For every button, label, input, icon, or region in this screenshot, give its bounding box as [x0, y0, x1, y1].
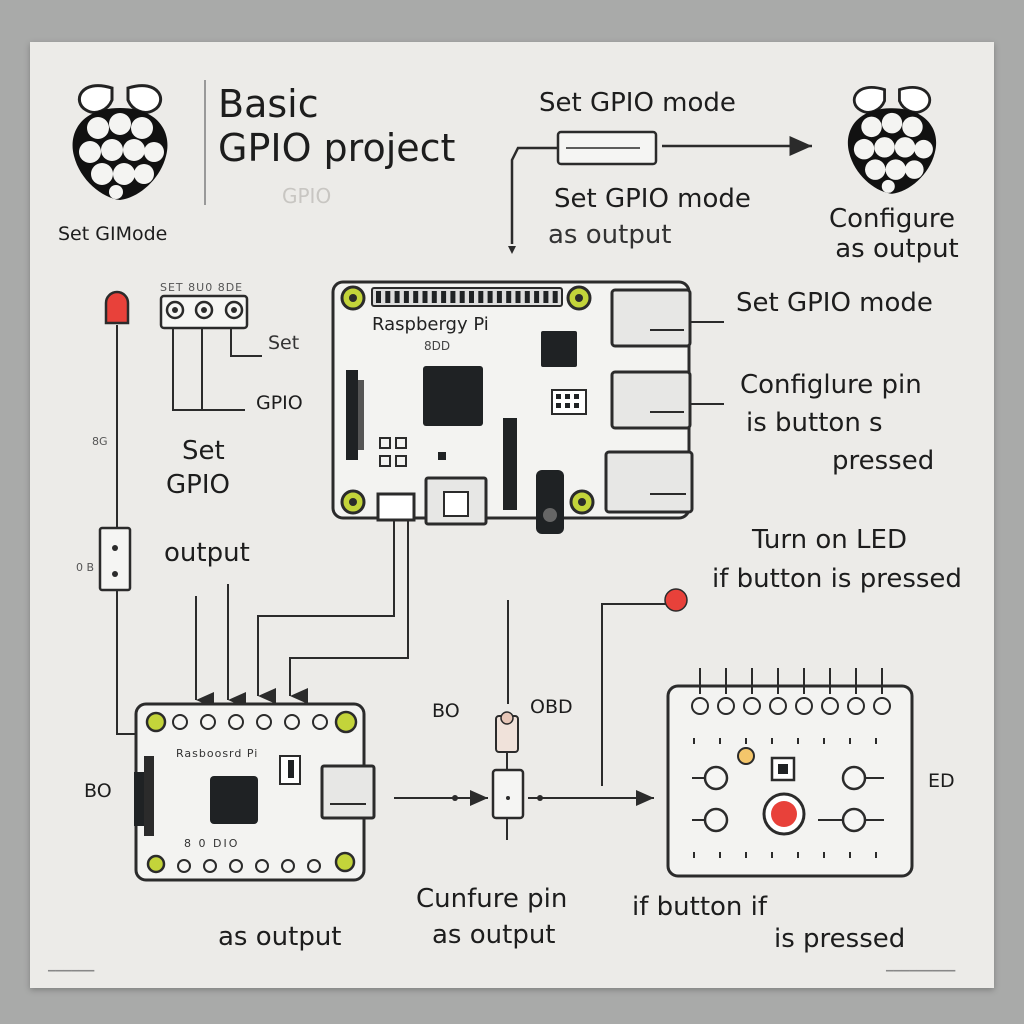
- board-pin: [307, 859, 321, 873]
- right-configure-line3: pressed: [832, 446, 935, 476]
- probe-tip: [508, 246, 516, 254]
- left-tiny-1: 8G: [92, 435, 108, 448]
- left-tiny-2: 0 B: [76, 561, 95, 574]
- board-pin: [255, 859, 269, 873]
- right-led: [601, 588, 688, 786]
- board-pin: [200, 714, 216, 730]
- header-pin: [524, 291, 530, 303]
- header-pin: [413, 291, 419, 303]
- bd-left: BO: [84, 780, 112, 802]
- top-set-mode: Set GPIO mode: [539, 88, 736, 118]
- configure-line1: Configure: [828, 204, 955, 234]
- controller-pin: [743, 697, 761, 715]
- board-pin: [228, 714, 244, 730]
- top-as-output: as output: [548, 220, 672, 250]
- button-controller-board: [666, 668, 914, 878]
- header-pin: [478, 291, 484, 303]
- left-output: output: [164, 538, 250, 568]
- board-label: Raspbergy Pi: [372, 314, 489, 335]
- small-board-pins: 8 0 DIO: [184, 837, 240, 850]
- left-gpio: GPIO: [166, 470, 230, 500]
- footer-right: ▁▁▁▁▁▁▁▁▁: [886, 961, 956, 972]
- title-ghost: GPIO: [282, 184, 332, 208]
- small-board: [134, 702, 376, 882]
- header-pin: [534, 291, 540, 303]
- right-configure-line1: Configlure pin: [740, 370, 922, 400]
- bottom-right-line2: is pressed: [774, 924, 906, 954]
- configure-line2: as output: [835, 234, 959, 264]
- bo-mid: BO: [432, 700, 460, 722]
- board-pin: [312, 714, 328, 730]
- board-pin: [172, 714, 188, 730]
- title-line1: Basic: [218, 82, 319, 126]
- board-pin: [203, 859, 217, 873]
- board-pin: [177, 859, 191, 873]
- board-sublabel: 8DD: [424, 339, 451, 353]
- footer-left: ▁▁▁▁▁▁: [48, 961, 95, 972]
- header-pin: [422, 291, 428, 303]
- bottom-mid-line1: Cunfure pin: [416, 884, 568, 914]
- logo-caption: Set GIMode: [58, 223, 168, 245]
- small-board-label: Rasboosrd Pi: [176, 747, 259, 760]
- board-pin: [284, 714, 300, 730]
- obd-mid: OBD: [530, 696, 573, 718]
- right-set-mode: Set GPIO mode: [736, 288, 933, 318]
- left-set: Set: [182, 436, 225, 466]
- header-pin: [431, 291, 437, 303]
- board-pin: [281, 859, 295, 873]
- header-pin: [394, 291, 400, 303]
- ed-right: ED: [928, 770, 955, 792]
- header-pin: [450, 291, 456, 303]
- bottom-left-label: as output: [218, 922, 342, 952]
- right-configure-line2: is button s: [746, 408, 883, 438]
- controller-pin: [847, 697, 865, 715]
- top-flow: [510, 130, 812, 244]
- controller-pin: [795, 697, 813, 715]
- header-pin: [515, 291, 521, 303]
- controller-pin: [873, 697, 891, 715]
- board-wires: [195, 520, 409, 708]
- raspberry-logo-icon: [72, 84, 168, 200]
- board-pin: [229, 859, 243, 873]
- board-pin: [256, 714, 272, 730]
- pin-header-text: SET 8U0 8DE: [160, 281, 244, 294]
- header-pin: [552, 291, 558, 303]
- bottom-right-line1: if button if: [632, 892, 768, 922]
- header-wires: [172, 328, 262, 411]
- header-pin: [543, 291, 549, 303]
- controller-pin: [769, 697, 787, 715]
- small-gpio: GPIO: [256, 392, 303, 414]
- controller-pin: [717, 697, 735, 715]
- turn-on-led: Turn on LED: [752, 525, 907, 555]
- controller-pin: [821, 697, 839, 715]
- led-indicator: [104, 290, 130, 530]
- header-pin: [403, 291, 409, 303]
- middle-component: [394, 600, 654, 840]
- header-pin: [459, 291, 465, 303]
- header-pin: [376, 291, 381, 303]
- header-pin: [469, 291, 474, 303]
- header-pin: [506, 291, 512, 303]
- small-set: Set: [268, 332, 300, 354]
- header-pin: [487, 291, 493, 303]
- if-button-pressed: if button is pressed: [712, 564, 962, 594]
- raspberry-pi-board: [331, 280, 694, 534]
- raspberry-logo-icon: [847, 86, 937, 194]
- top-set-mode-2: Set GPIO mode: [554, 184, 751, 214]
- header-pin: [385, 291, 391, 303]
- bottom-mid-line2: as output: [432, 920, 556, 950]
- title-line2: GPIO project: [218, 126, 456, 170]
- header-pin: [496, 291, 502, 303]
- header-pin: [441, 291, 447, 303]
- controller-pin: [691, 697, 709, 715]
